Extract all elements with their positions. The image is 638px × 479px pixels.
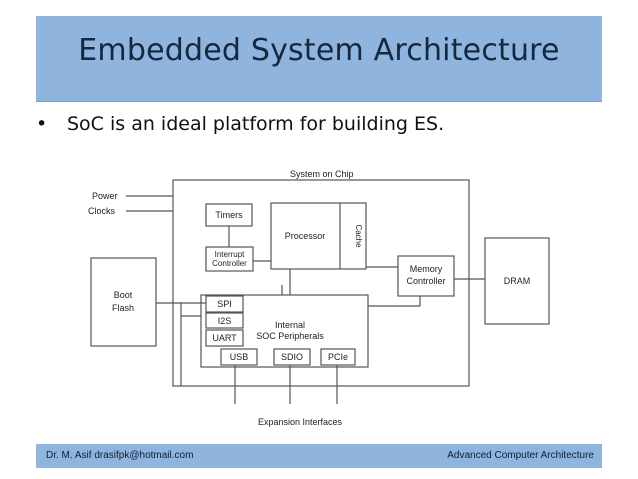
spi-box — [205, 295, 244, 313]
internal-label-1: Internal — [275, 320, 305, 330]
uart-box — [205, 329, 244, 347]
spi-label: SPI — [217, 299, 232, 309]
boot-label-1: Boot — [114, 290, 133, 300]
cache-label: Cache — [354, 224, 363, 248]
internal-peripherals-box — [200, 294, 369, 368]
soc-label: System on Chip — [290, 169, 354, 179]
processor-box — [270, 202, 367, 270]
clocks-label: Clocks — [88, 206, 116, 216]
processor-label: Processor — [285, 231, 326, 241]
bullet-symbol: • — [36, 113, 48, 135]
uart-label: UART — [212, 333, 237, 343]
boot-flash-box — [90, 257, 157, 347]
footer-course: Advanced Computer Architecture — [447, 450, 594, 461]
bullet-text: SoC is an ideal platform for building ES… — [67, 113, 445, 135]
usb-box — [220, 348, 258, 366]
interrupt-label-2: Controller — [212, 259, 247, 268]
title-band: Embedded System Architecture — [36, 16, 602, 102]
memory-label-2: Controller — [406, 276, 445, 286]
dram-box — [484, 237, 550, 325]
pcie-box — [320, 348, 356, 366]
sdio-label: SDIO — [281, 352, 303, 362]
expansion-label: Expansion Interfaces — [258, 417, 343, 427]
memory-label-1: Memory — [410, 264, 443, 274]
slide-title: Embedded System Architecture — [78, 33, 560, 68]
footer-author: Dr. M. Asif drasifpk@hotmail.com — [46, 450, 194, 461]
power-label: Power — [92, 191, 118, 201]
soc-boundary — [172, 179, 470, 387]
footer-band: Dr. M. Asif drasifpk@hotmail.com Advance… — [36, 444, 602, 468]
timers-label: Timers — [215, 210, 243, 220]
sdio-box — [273, 348, 311, 366]
usb-label: USB — [230, 352, 249, 362]
dram-label: DRAM — [504, 276, 531, 286]
i2s-box — [205, 312, 244, 329]
interrupt-label-1: Interrupt — [215, 250, 246, 259]
i2s-label: I2S — [218, 316, 232, 326]
pcie-label: PCIe — [328, 352, 348, 362]
boot-label-2: Flash — [112, 303, 134, 313]
memory-controller-box — [397, 255, 455, 297]
internal-label-2: SOC Peripherals — [256, 331, 324, 341]
